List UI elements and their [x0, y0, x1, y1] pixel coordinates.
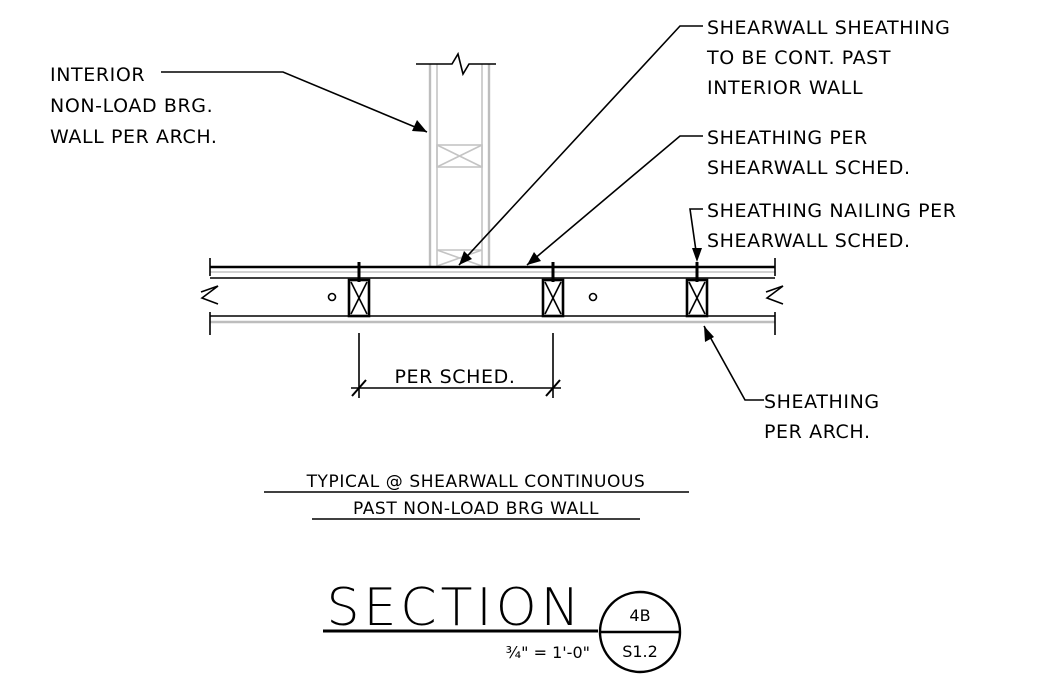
- interior-wall: [428, 64, 491, 268]
- leader-nailing: [689, 208, 703, 262]
- label-interior-wall: INTERIOR: [50, 64, 145, 86]
- label-sheathing-sched-1: SHEATHING PER: [707, 127, 868, 149]
- detail-title-line-1: TYPICAL @ SHEARWALL CONTINUOUS: [306, 472, 646, 492]
- wall-break-line: [416, 51, 496, 77]
- hole-right: [588, 292, 598, 302]
- floor-assembly: [200, 258, 784, 335]
- label-sheathing-sched-2: SHEARWALL SCHED.: [707, 157, 911, 179]
- dimension-label: PER SCHED.: [395, 366, 516, 388]
- leader-sheathing-sched: [526, 135, 703, 266]
- hole-left: [327, 292, 337, 302]
- joist-left: [347, 278, 371, 318]
- label-sheathing-arch-2: PER ARCH.: [764, 421, 871, 443]
- label-sheathing-arch-1: SHEATHING: [764, 391, 880, 413]
- leader-sheathing-arch: [703, 325, 764, 401]
- section-scale: ¾" = 1'-0": [506, 643, 590, 662]
- label-sheathing-cont-3: INTERIOR WALL: [707, 77, 863, 99]
- section-bubble: [598, 590, 682, 674]
- joist-right: [685, 278, 709, 318]
- leader-sheathing-cont: [458, 25, 703, 266]
- label-interior-wall-2: NON-LOAD BRG.: [50, 95, 213, 117]
- section-title: SECTION: [326, 578, 583, 638]
- joist-middle: [541, 278, 565, 318]
- label-sheathing-cont-2: TO BE CONT. PAST: [706, 47, 891, 69]
- dimension-line: [351, 333, 561, 398]
- label-nailing-2: SHEARWALL SCHED.: [707, 230, 911, 252]
- detail-number: 4B: [629, 606, 650, 625]
- nails: [357, 262, 699, 282]
- label-sheathing-cont-1: SHEARWALL SHEATHING: [707, 17, 950, 39]
- detail-title-line-2: PAST NON-LOAD BRG WALL: [353, 499, 599, 519]
- sheet-number: S1.2: [622, 642, 658, 661]
- leader-interior-wall: [161, 71, 428, 133]
- label-nailing-1: SHEATHING NAILING PER: [707, 200, 957, 222]
- label-interior-wall-3: WALL PER ARCH.: [50, 126, 218, 148]
